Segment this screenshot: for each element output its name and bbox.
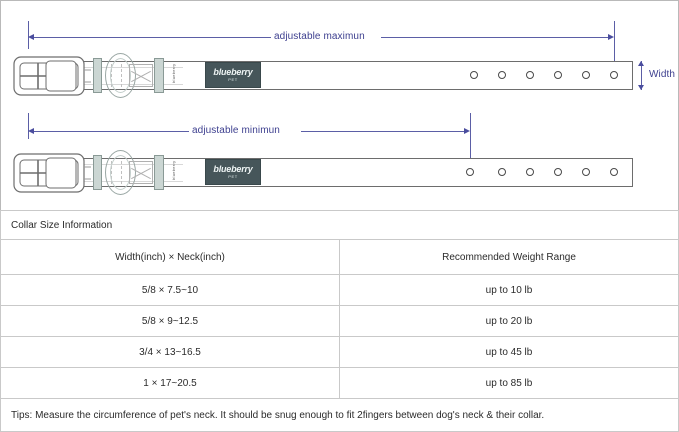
table-row: 5/8 × 9~12.5 up to 20 lb — [0, 305, 679, 337]
max-brand-sub: PET — [228, 77, 238, 82]
collar-diagram: adjustable maximun — [0, 0, 679, 210]
min-right-extension-line — [470, 113, 471, 177]
max-dimension-line-left — [31, 37, 271, 38]
column-header-weight: Recommended Weight Range — [339, 239, 679, 275]
max-hole — [610, 71, 618, 79]
cell-size: 3/4 × 13~16.5 — [0, 336, 340, 368]
min-hole — [466, 168, 474, 176]
cell-weight: up to 10 lb — [339, 274, 679, 306]
table-row: 1 × 17~20.5 up to 85 lb — [0, 367, 679, 399]
min-brand-name: blueberry — [213, 164, 253, 174]
max-arrow-right-icon — [608, 33, 614, 40]
cell-size: 5/8 × 7.5~10 — [0, 274, 340, 306]
max-brand-patch: blueberry PET — [205, 62, 261, 88]
min-rib-brand-text: blueberry — [171, 160, 176, 180]
cell-weight: up to 20 lb — [339, 305, 679, 337]
collar-size-table: Collar Size Information Width(inch) × Ne… — [0, 210, 679, 432]
max-hole — [526, 71, 534, 79]
min-dimension-line-right — [301, 131, 468, 132]
max-keeper-right — [154, 58, 164, 93]
table-caption: Collar Size Information — [0, 210, 679, 240]
width-label: Width — [649, 69, 676, 80]
cell-size: 5/8 × 9~12.5 — [0, 305, 340, 337]
cell-weight: up to 85 lb — [339, 367, 679, 399]
max-hole — [498, 71, 506, 79]
min-d-ring-inner-icon — [110, 155, 131, 190]
max-buckle-icon — [13, 56, 91, 96]
min-arrow-right-icon — [464, 127, 470, 134]
max-keeper-left — [93, 58, 102, 93]
max-hole — [470, 71, 478, 79]
min-dimension-label: adjustable minimun — [192, 125, 280, 136]
table-header-row: Width(inch) × Neck(inch) Recommended Wei… — [0, 239, 679, 275]
min-keeper-right — [154, 155, 164, 190]
max-stitch-box — [129, 64, 153, 87]
min-stitch-box — [129, 161, 153, 184]
width-dimension-line — [641, 61, 642, 90]
min-hole — [526, 168, 534, 176]
cell-size: 1 × 17~20.5 — [0, 367, 340, 399]
min-arrow-left-icon — [28, 127, 34, 134]
min-dimension-line-left — [31, 131, 189, 132]
max-brand-name: blueberry — [213, 67, 253, 77]
min-hole — [582, 168, 590, 176]
min-brand-sub: PET — [228, 174, 238, 179]
max-hole — [554, 71, 562, 79]
max-d-ring-inner-icon — [110, 58, 131, 93]
min-brand-patch: blueberry PET — [205, 159, 261, 185]
max-right-extension-line — [614, 21, 615, 63]
max-hole — [582, 71, 590, 79]
min-left-extension-line — [28, 113, 29, 139]
max-dimension-label: adjustable maximun — [274, 31, 365, 42]
table-row: 3/4 × 13~16.5 up to 45 lb — [0, 336, 679, 368]
max-dimension-line-right — [381, 37, 612, 38]
width-arrow-down-icon — [637, 85, 644, 90]
cell-weight: up to 45 lb — [339, 336, 679, 368]
table-caption-row: Collar Size Information — [0, 210, 679, 240]
tips-text: Tips: Measure the circumference of pet's… — [0, 398, 679, 432]
min-hole — [554, 168, 562, 176]
min-keeper-left — [93, 155, 102, 190]
min-hole — [610, 168, 618, 176]
collar-size-chart: adjustable maximun — [0, 0, 679, 418]
max-rib-brand-text: blueberry — [171, 63, 176, 83]
table-row: 5/8 × 7.5~10 up to 10 lb — [0, 274, 679, 306]
width-arrow-up-icon — [637, 61, 644, 66]
column-header-size: Width(inch) × Neck(inch) — [0, 239, 340, 275]
min-hole — [498, 168, 506, 176]
min-buckle-icon — [13, 153, 91, 193]
table-tips-row: Tips: Measure the circumference of pet's… — [0, 398, 679, 432]
max-arrow-left-icon — [28, 33, 34, 40]
